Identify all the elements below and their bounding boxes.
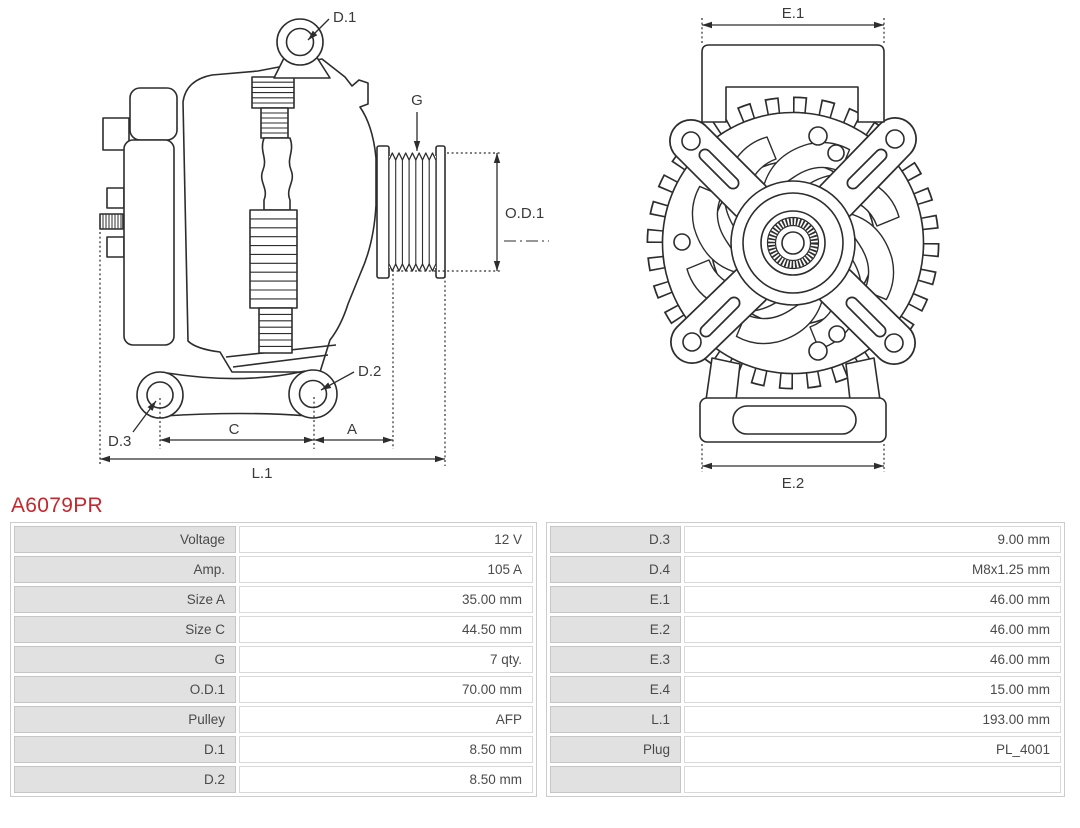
dim-label-od1: O.D.1 bbox=[505, 205, 544, 222]
mounting-lugs bbox=[136, 369, 338, 419]
dim-label-l1: L.1 bbox=[252, 465, 273, 482]
spec-label-cell: E.1 bbox=[550, 586, 681, 614]
arm-bolt-hole bbox=[682, 332, 702, 352]
spec-value-cell: 193.00 mm bbox=[684, 706, 1061, 734]
table-row bbox=[550, 766, 1061, 794]
spec-value-cell bbox=[684, 766, 1061, 794]
spec-label-cell: Size C bbox=[14, 616, 236, 644]
spec-value-cell: 70.00 mm bbox=[239, 676, 533, 704]
dim-label-e1: E.1 bbox=[782, 5, 805, 22]
dim-label-e2: E.2 bbox=[782, 475, 805, 492]
spec-value-cell: PL_4001 bbox=[684, 736, 1061, 764]
top-mount-eye bbox=[273, 18, 331, 79]
spec-label-cell: G bbox=[14, 646, 236, 674]
spec-label-cell: D.2 bbox=[14, 766, 236, 794]
spec-label-cell: Amp. bbox=[14, 556, 236, 584]
alternator-drawings: D.1 G O.D.1 D.2 D.3 bbox=[99, 5, 940, 492]
spec-label-cell bbox=[550, 766, 681, 794]
dim-label-d2: D.2 bbox=[358, 363, 381, 380]
bottom-bracket bbox=[699, 357, 887, 443]
spec-value-cell: 7 qty. bbox=[239, 646, 533, 674]
dim-od1: O.D.1 bbox=[392, 152, 549, 272]
arm-bolt-hole bbox=[884, 333, 904, 353]
dim-d3: D.3 bbox=[108, 400, 157, 450]
technical-diagram: D.1 G O.D.1 D.2 D.3 bbox=[99, 5, 940, 492]
dim-c: C bbox=[160, 421, 314, 444]
dim-e1: E.1 bbox=[701, 5, 885, 44]
side-view-drawing bbox=[99, 18, 446, 419]
dim-l1: L.1 bbox=[100, 455, 445, 482]
front-view-dimensions: E.1 E.2 bbox=[701, 5, 885, 492]
spec-label-cell: E.2 bbox=[550, 616, 681, 644]
pulley bbox=[376, 145, 446, 279]
dim-g: G bbox=[411, 92, 423, 151]
front-view-drawing bbox=[646, 44, 940, 443]
spec-label-cell: D.4 bbox=[550, 556, 681, 584]
part-number: A6079PR bbox=[11, 494, 103, 517]
dim-a: A bbox=[314, 421, 393, 444]
housing-holes bbox=[673, 126, 846, 361]
spec-value-cell: M8x1.25 mm bbox=[684, 556, 1061, 584]
spec-value-cell: 8.50 mm bbox=[239, 736, 533, 764]
spec-value-cell: 105 A bbox=[239, 556, 533, 584]
spec-label-cell: D.3 bbox=[550, 526, 681, 554]
cross-arms bbox=[669, 117, 917, 365]
dim-e2: E.2 bbox=[701, 444, 885, 492]
spec-label-cell: E.4 bbox=[550, 676, 681, 704]
spec-label-cell: O.D.1 bbox=[14, 676, 236, 704]
shaft-hub bbox=[730, 180, 856, 306]
spec-value-cell: 46.00 mm bbox=[684, 616, 1061, 644]
spec-value-cell: 8.50 mm bbox=[239, 766, 533, 794]
spec-value-cell: 9.00 mm bbox=[684, 526, 1061, 554]
dim-label-a: A bbox=[347, 421, 357, 438]
threaded-terminal bbox=[99, 213, 124, 230]
top-bracket bbox=[701, 44, 885, 123]
spec-value-cell: 12 V bbox=[239, 526, 533, 554]
spec-value-cell: 44.50 mm bbox=[239, 616, 533, 644]
dim-label-c: C bbox=[229, 421, 240, 438]
dim-label-d3: D.3 bbox=[108, 433, 131, 450]
spec-value-cell: 15.00 mm bbox=[684, 676, 1061, 704]
table-row: Amp.105 A bbox=[14, 556, 533, 584]
spec-label-cell: Pulley bbox=[14, 706, 236, 734]
spec-label-cell: L.1 bbox=[550, 706, 681, 734]
spec-label-cell: Voltage bbox=[14, 526, 236, 554]
spec-value-cell: 46.00 mm bbox=[684, 586, 1061, 614]
spec-label-cell: Plug bbox=[550, 736, 681, 764]
spec-label-cell: E.3 bbox=[550, 646, 681, 674]
arm-bolt-hole bbox=[681, 131, 701, 151]
arm-bolt-hole bbox=[885, 129, 905, 149]
dim-label-d1: D.1 bbox=[333, 9, 356, 26]
spec-label-cell: Size A bbox=[14, 586, 236, 614]
spec-value-cell: 46.00 mm bbox=[684, 646, 1061, 674]
spec-value-cell: 35.00 mm bbox=[239, 586, 533, 614]
dim-d1: D.1 bbox=[307, 9, 356, 41]
dim-d2: D.2 bbox=[320, 363, 381, 391]
dim-label-g: G bbox=[411, 92, 423, 109]
stator-ribs bbox=[249, 76, 298, 354]
spec-label-cell: D.1 bbox=[14, 736, 236, 764]
spec-value-cell: AFP bbox=[239, 706, 533, 734]
side-view-dimensions: D.1 G O.D.1 D.2 D.3 bbox=[99, 9, 549, 482]
